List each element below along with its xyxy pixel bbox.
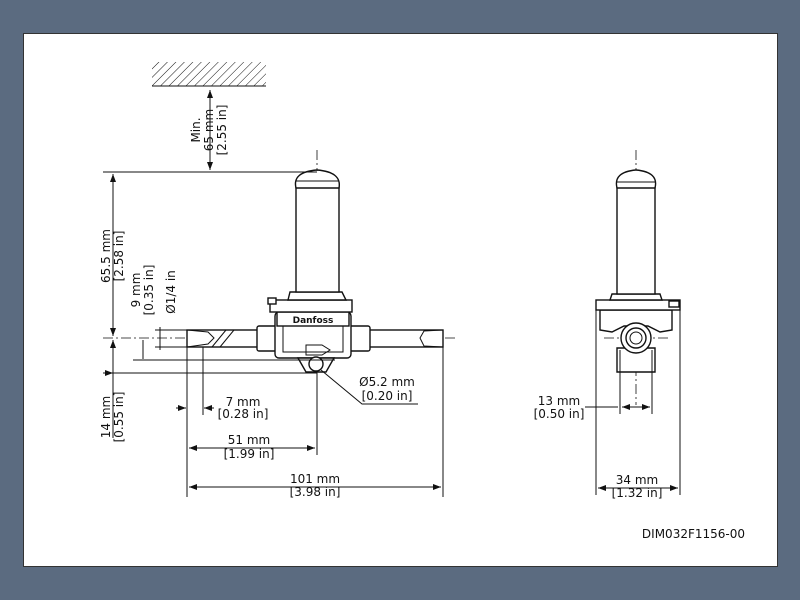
body-width-in: [1.32 in] [612, 486, 663, 500]
mount-hole [308, 356, 324, 372]
port-width-mm: 13 mm [538, 394, 580, 408]
dimension-lines [103, 90, 681, 497]
pipe-diameter: Ø1/4 in [164, 270, 178, 314]
body-width-mm: 34 mm [616, 473, 658, 487]
clearance-in: [2.55 in] [215, 105, 229, 156]
half-length-mm: 51 mm [228, 433, 270, 447]
pipe-offset-mm: 9 mm [129, 273, 143, 308]
pipe-insert-mm: 7 mm [226, 395, 261, 409]
drawing-id: DIM032F1156-00 [642, 527, 745, 541]
mount-hole-in: [0.20 in] [362, 389, 413, 403]
total-length-in: [3.98 in] [290, 485, 341, 499]
height-in: [2.58 in] [112, 231, 126, 282]
ceiling-hatch [152, 62, 266, 87]
mount-hole-mm: Ø5.2 mm [359, 375, 415, 389]
pipe-offset-in: [0.35 in] [142, 265, 156, 316]
clearance-prefix: Min. [189, 117, 203, 142]
half-length-in: [1.99 in] [224, 447, 275, 461]
height-mm: 65.5 mm [99, 229, 113, 283]
pipe-insert-in: [0.28 in] [218, 407, 269, 421]
valve-front-view: Danfoss [103, 150, 455, 390]
bottom-in: [0.55 in] [112, 392, 126, 443]
port-width-in: [0.50 in] [534, 407, 585, 421]
clearance-mm: 65 mm [202, 109, 216, 151]
bottom-mm: 14 mm [99, 396, 113, 438]
valve-side-view [595, 150, 681, 405]
danfoss-logo: Danfoss [293, 316, 334, 326]
total-length-mm: 101 mm [290, 472, 340, 486]
